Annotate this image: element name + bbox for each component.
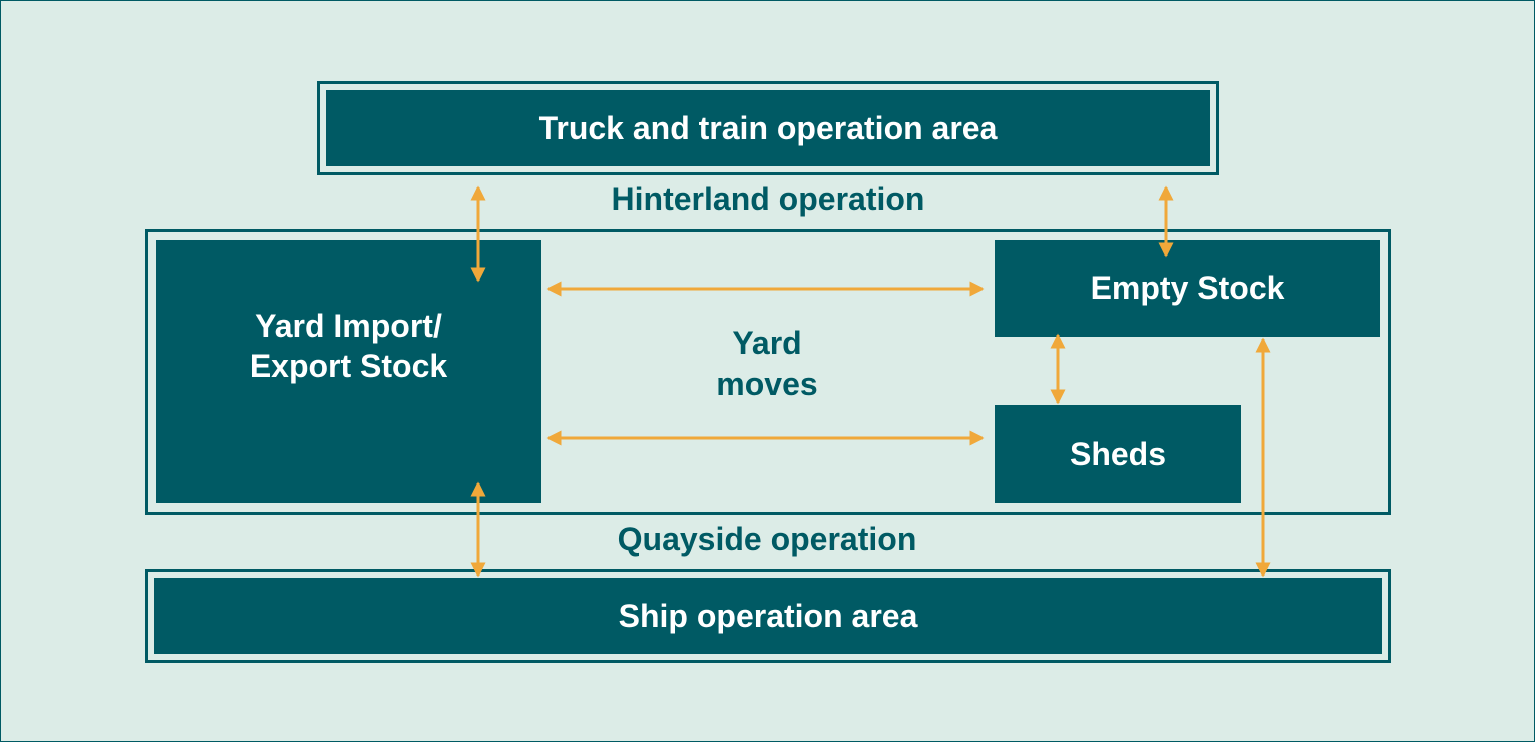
empty-stock-label: Empty Stock	[1090, 270, 1285, 306]
hinterland-operation-label: Hinterland operation	[611, 181, 925, 217]
yard-import-export-line2: Export Stock	[249, 348, 448, 384]
yard-moves-line1: Yard	[732, 325, 802, 361]
quayside-operation-label: Quayside operation	[617, 521, 917, 557]
ship-box: Ship operation area	[154, 578, 1382, 654]
yard-import-export-line1: Yard Import/	[255, 308, 442, 344]
ship-label: Ship operation area	[618, 597, 918, 634]
yard-moves-line2: moves	[716, 366, 818, 402]
yard-moves-label: Yard moves	[667, 323, 867, 405]
sheds-label: Sheds	[1069, 435, 1167, 472]
empty-stock-box: Empty Stock	[995, 240, 1380, 337]
yard-import-export-box: Yard Import/ Export Stock	[156, 240, 541, 503]
truck-train-box: Truck and train operation area	[326, 90, 1210, 166]
sheds-box: Sheds	[995, 405, 1241, 503]
truck-train-label: Truck and train operation area	[538, 109, 998, 146]
